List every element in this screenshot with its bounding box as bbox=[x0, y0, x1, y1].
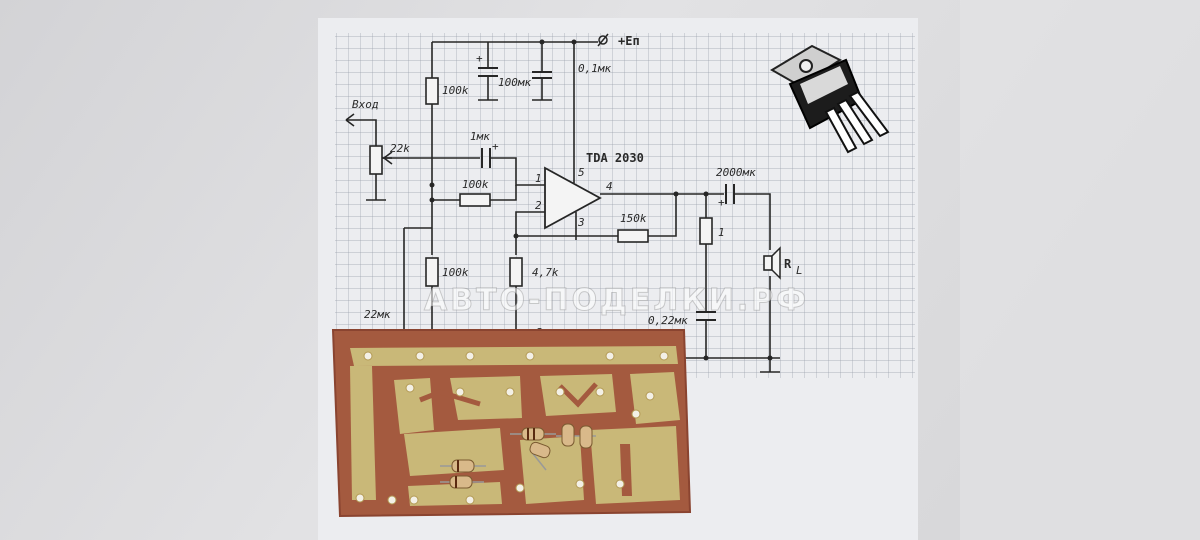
schematic: +Еп Вход 100k 100мк 0,1мк 22k 1мк 100k T… bbox=[345, 33, 803, 373]
label-c-input: 1мк bbox=[470, 130, 490, 143]
input-label: Вход bbox=[352, 98, 379, 111]
pin-2: 2 bbox=[535, 199, 542, 212]
potentiometer bbox=[369, 145, 383, 175]
supply-terminal bbox=[598, 35, 608, 45]
pcb-board bbox=[331, 329, 692, 518]
polarity-plus-1: + bbox=[476, 52, 483, 65]
load-label: R bbox=[784, 257, 792, 271]
supply-label: +Еп bbox=[618, 34, 640, 48]
load-sub: L bbox=[796, 264, 803, 277]
label-r-feedback: 150k bbox=[620, 212, 647, 225]
pcb-resistor bbox=[529, 441, 551, 471]
label-c-elec-top: 100мк bbox=[498, 76, 531, 89]
label-r-top: 100k bbox=[442, 84, 469, 97]
resistor-input bbox=[459, 193, 491, 207]
speaker-icon bbox=[763, 255, 773, 271]
polarity-plus-2: + bbox=[492, 140, 499, 153]
label-c-ceramic-top: 0,1мк bbox=[578, 62, 611, 75]
pcb-resistor bbox=[510, 427, 556, 441]
pcb-resistor bbox=[440, 475, 484, 489]
resistor-top bbox=[425, 77, 439, 105]
label-r-gnd: 4,7k bbox=[532, 266, 559, 279]
polarity-plus-3: + bbox=[718, 196, 725, 209]
label-r-bias: 100k bbox=[442, 266, 469, 279]
opamp-tda2030 bbox=[544, 166, 602, 230]
resistor-feedback bbox=[617, 229, 649, 243]
pin-1: 1 bbox=[535, 172, 542, 185]
label-c-zobel: 0,22мк bbox=[648, 314, 688, 327]
pin-5: 5 bbox=[578, 166, 585, 179]
resistor-bias bbox=[425, 257, 439, 287]
pin-3: 3 bbox=[577, 216, 585, 229]
chip-label: TDA 2030 bbox=[586, 151, 644, 165]
to220-package-icon bbox=[770, 44, 890, 154]
resistor-4k7 bbox=[509, 257, 523, 287]
label-r-zobel: 1 bbox=[718, 226, 725, 239]
pin-4: 4 bbox=[606, 180, 613, 193]
label-pot: 22k bbox=[390, 142, 410, 155]
pcb-resistor bbox=[440, 459, 486, 473]
label-c-out: 2000мк bbox=[716, 166, 756, 179]
pcb-resistor bbox=[556, 423, 596, 449]
label-r-input: 100k bbox=[462, 178, 489, 191]
watermark: АВТО-ПОДЕЛКИ.РФ bbox=[424, 283, 809, 318]
label-c-left: 22мк bbox=[364, 308, 391, 321]
resistor-zobel bbox=[699, 217, 713, 245]
